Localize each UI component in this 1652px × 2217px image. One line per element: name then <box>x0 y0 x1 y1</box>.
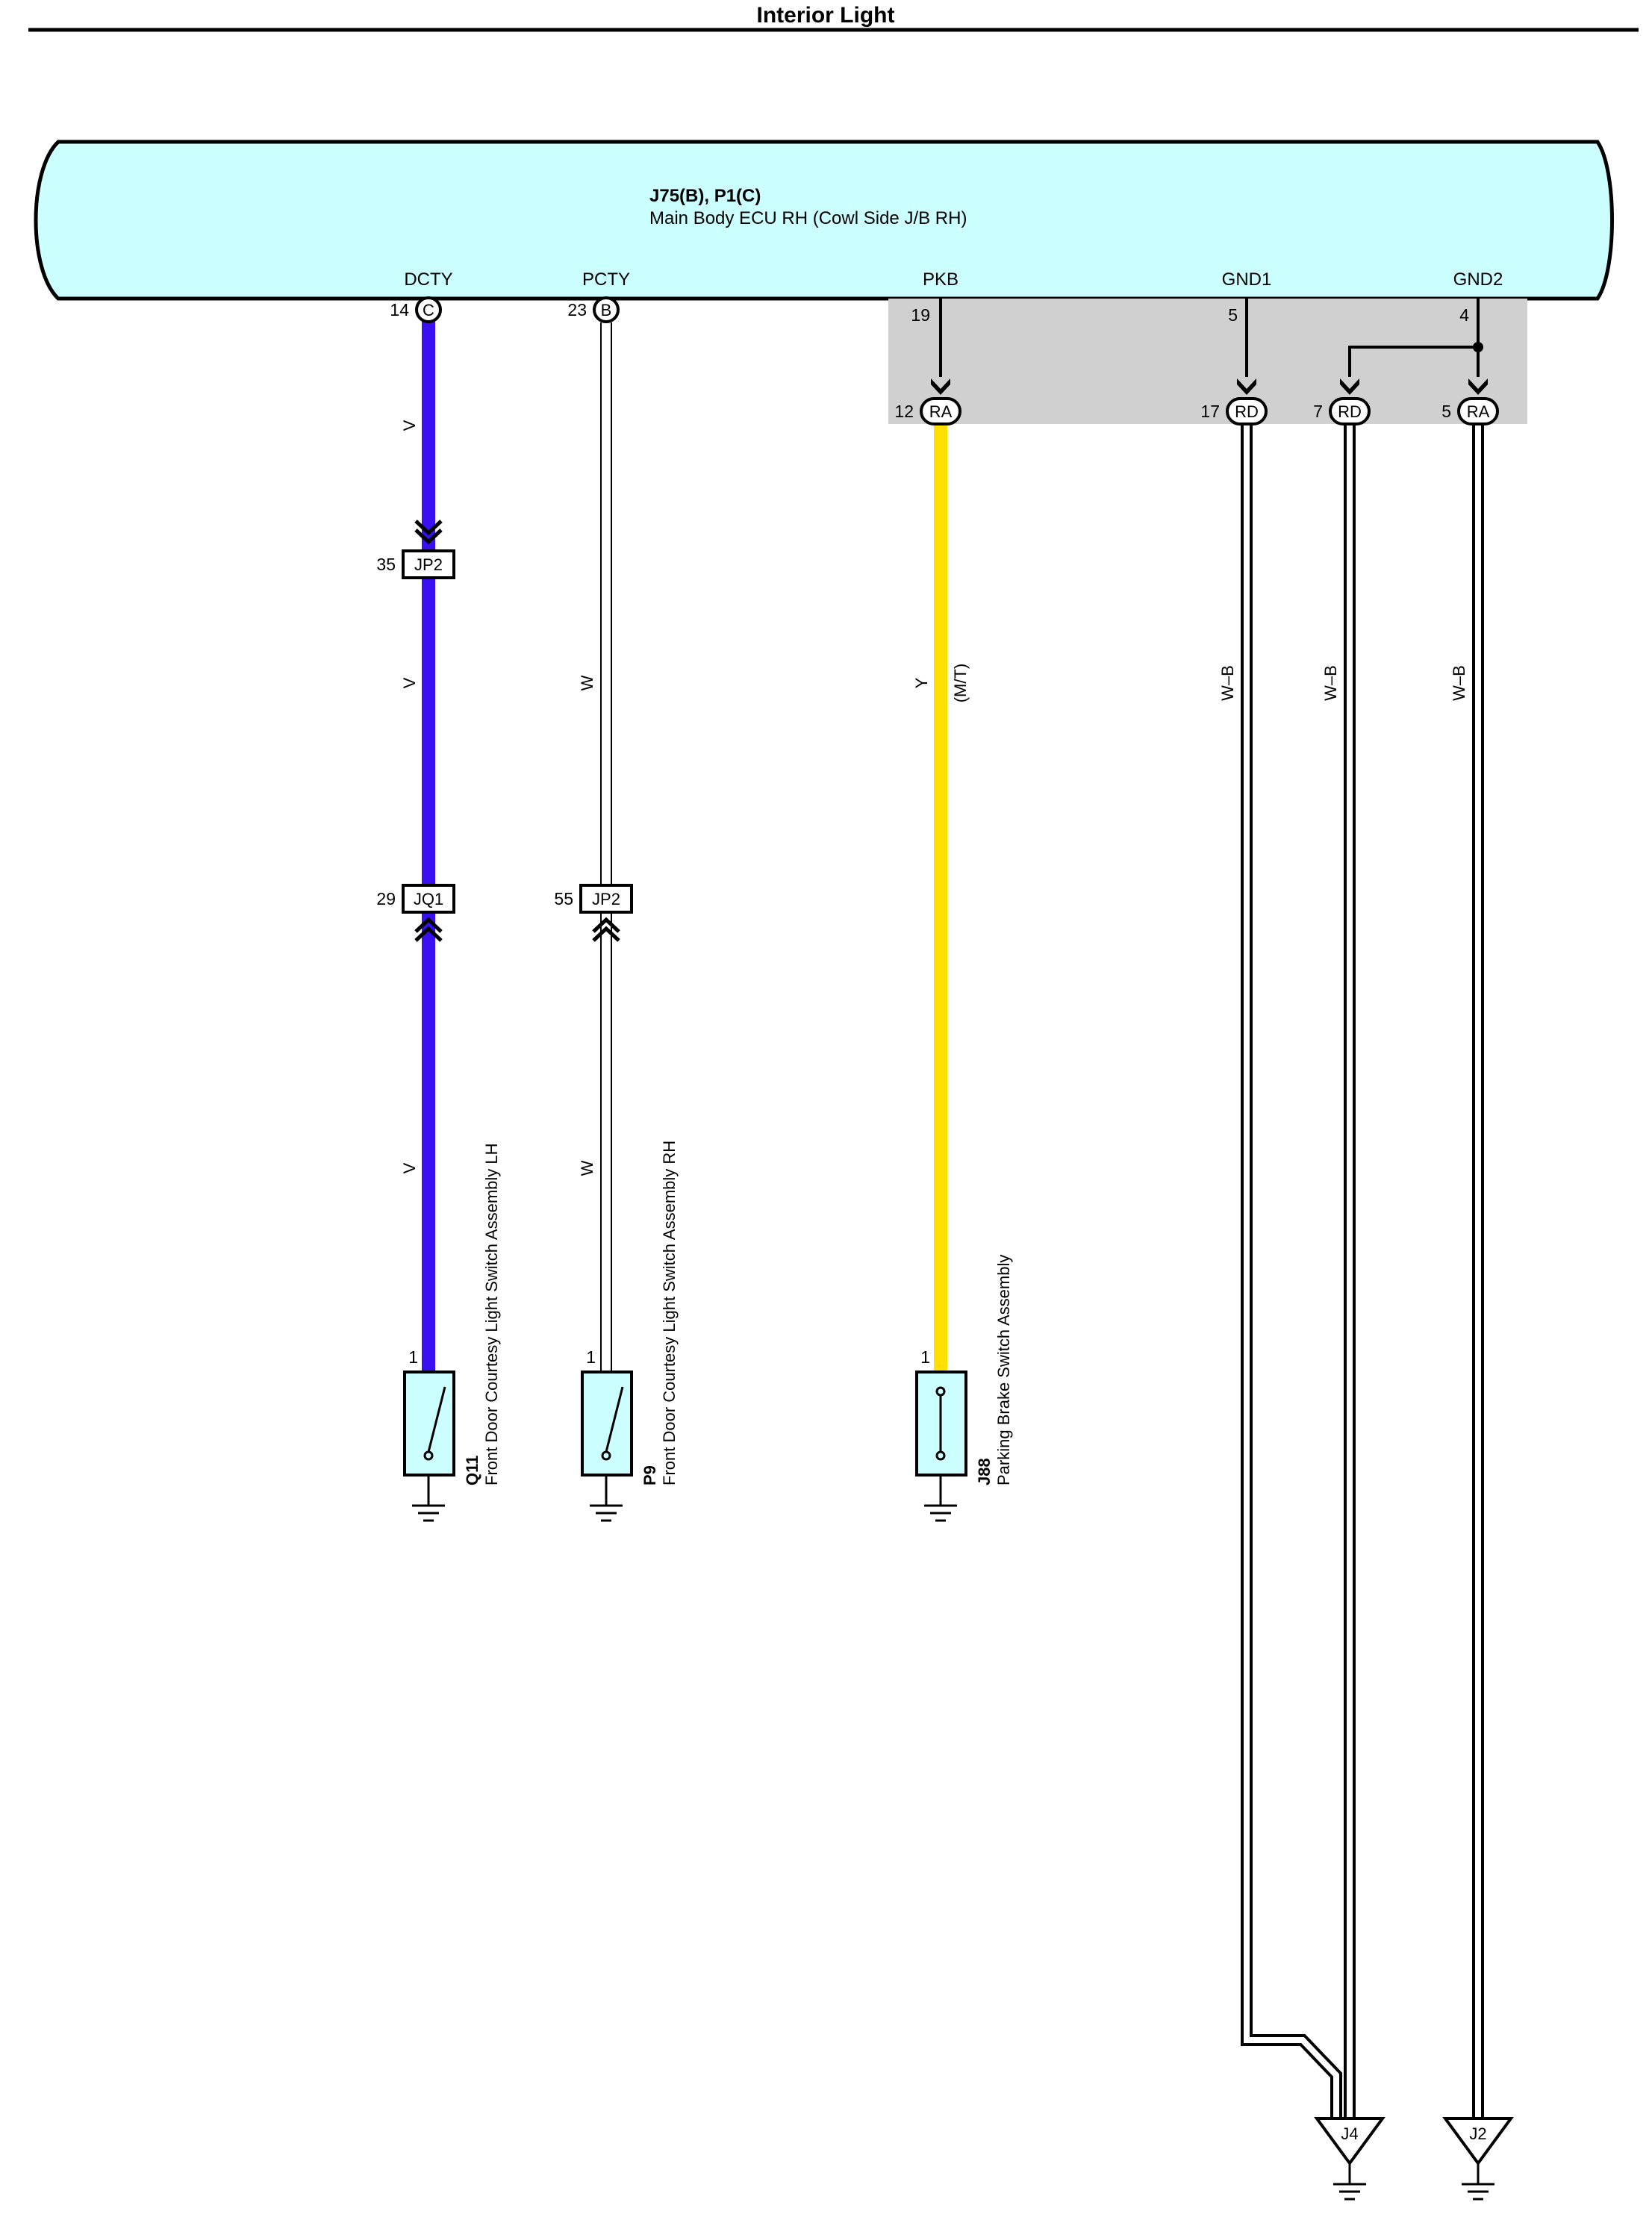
switch-p9-body <box>581 1371 633 1477</box>
wire-label-v-2: V <box>400 677 419 688</box>
q11-id: Q11 <box>463 1456 481 1485</box>
jq1-label: JQ1 <box>414 890 443 908</box>
jp2-top-junction <box>402 549 455 579</box>
jp2-mid-junction <box>579 884 633 914</box>
dcty-connector-circle <box>415 296 442 323</box>
ra5-connector <box>1457 397 1499 425</box>
ground-icon <box>1332 2172 1368 2201</box>
rd7-connector <box>1329 397 1371 425</box>
jq1-pin: 29 <box>376 889 396 908</box>
wire-label-v-1: V <box>400 420 419 431</box>
page-title: Interior Light <box>757 3 895 28</box>
wire-label-w-1: W <box>578 675 596 690</box>
j88-pin: 1 <box>920 1347 930 1367</box>
terminal-pkb: PKB <box>923 269 959 290</box>
ground-icon <box>411 1494 446 1522</box>
rd7-label: RD <box>1338 402 1362 421</box>
pcty-connector-circle <box>593 296 620 323</box>
dcty-pin: 14 <box>390 300 409 319</box>
wire-label-wb-ra5: W–B <box>1450 665 1468 701</box>
q11-name: Front Door Courtesy Light Switch Assembl… <box>482 1143 501 1485</box>
switch-q11-body <box>403 1371 455 1477</box>
wire-label-wb-rd7: W–B <box>1321 665 1340 701</box>
ground-icon <box>588 1494 624 1522</box>
ground-icon <box>1460 2172 1496 2201</box>
terminal-gnd2: GND2 <box>1453 269 1503 290</box>
switch-j88 <box>915 1371 967 1522</box>
terminal-gnd1: GND1 <box>1222 269 1272 290</box>
wire-label-y: Y <box>912 677 931 688</box>
wire-wb-gnd1-inner <box>1244 425 1339 2118</box>
ra12-label: RA <box>929 402 953 421</box>
wire-label-wb-gnd1: W–B <box>1218 665 1237 701</box>
terminal-dcty: DCTY <box>404 269 452 290</box>
wire-label-v-3: V <box>400 1162 419 1173</box>
wire-label-w-2: W <box>578 1160 596 1176</box>
gnd2-pin: 4 <box>1459 305 1469 325</box>
pcty-connector-letter: B <box>601 301 612 319</box>
ground-j4 <box>1314 2117 1386 2201</box>
wire-label-mt: (M/T) <box>951 664 970 703</box>
jq1-junction <box>402 884 455 914</box>
jp2-top-label: JP2 <box>414 555 443 574</box>
ecu-connector-label: J75(B), P1(C) <box>649 186 761 206</box>
switch-p9 <box>581 1371 633 1522</box>
p9-name: Front Door Courtesy Light Switch Assembl… <box>660 1141 679 1485</box>
ground-j2 <box>1442 2117 1514 2201</box>
ra12-connector <box>920 397 961 425</box>
jp2-mid-pin: 55 <box>554 889 573 908</box>
ground-j4-label: J4 <box>1341 2124 1358 2143</box>
ground-icon <box>923 1494 959 1522</box>
p9-id: P9 <box>640 1465 659 1485</box>
gnd1-pin: 5 <box>1228 305 1238 325</box>
gnd2-branch-wire <box>1348 346 1478 377</box>
ground-j2-label: J2 <box>1469 2124 1486 2143</box>
ra5-label: RA <box>1467 402 1490 421</box>
jb-internal-region <box>888 299 1527 424</box>
q11-pin: 1 <box>408 1347 418 1367</box>
ecu-box <box>34 140 1614 301</box>
terminal-pcty: PCTY <box>582 269 630 290</box>
j88-name: Parking Brake Switch Assembly <box>994 1255 1013 1485</box>
ecu-name-label: Main Body ECU RH (Cowl Side J/B RH) <box>649 208 967 228</box>
pkb-pin: 19 <box>911 305 930 325</box>
gnd2-splice-dot <box>1473 342 1483 352</box>
jp2-top-pin: 35 <box>376 555 396 574</box>
ra12-pin: 12 <box>894 402 914 421</box>
j88-id: J88 <box>975 1458 994 1485</box>
rd17-label: RD <box>1235 402 1259 421</box>
rd17-pin: 17 <box>1200 402 1220 421</box>
rd17-connector <box>1226 397 1268 425</box>
rd7-pin: 7 <box>1313 402 1323 421</box>
ra5-pin: 5 <box>1441 402 1451 421</box>
pcty-pin: 23 <box>567 300 587 319</box>
jp2-mid-label: JP2 <box>592 890 620 908</box>
dcty-connector-letter: C <box>423 301 434 319</box>
p9-pin: 1 <box>586 1347 596 1367</box>
switch-q11 <box>403 1371 455 1522</box>
